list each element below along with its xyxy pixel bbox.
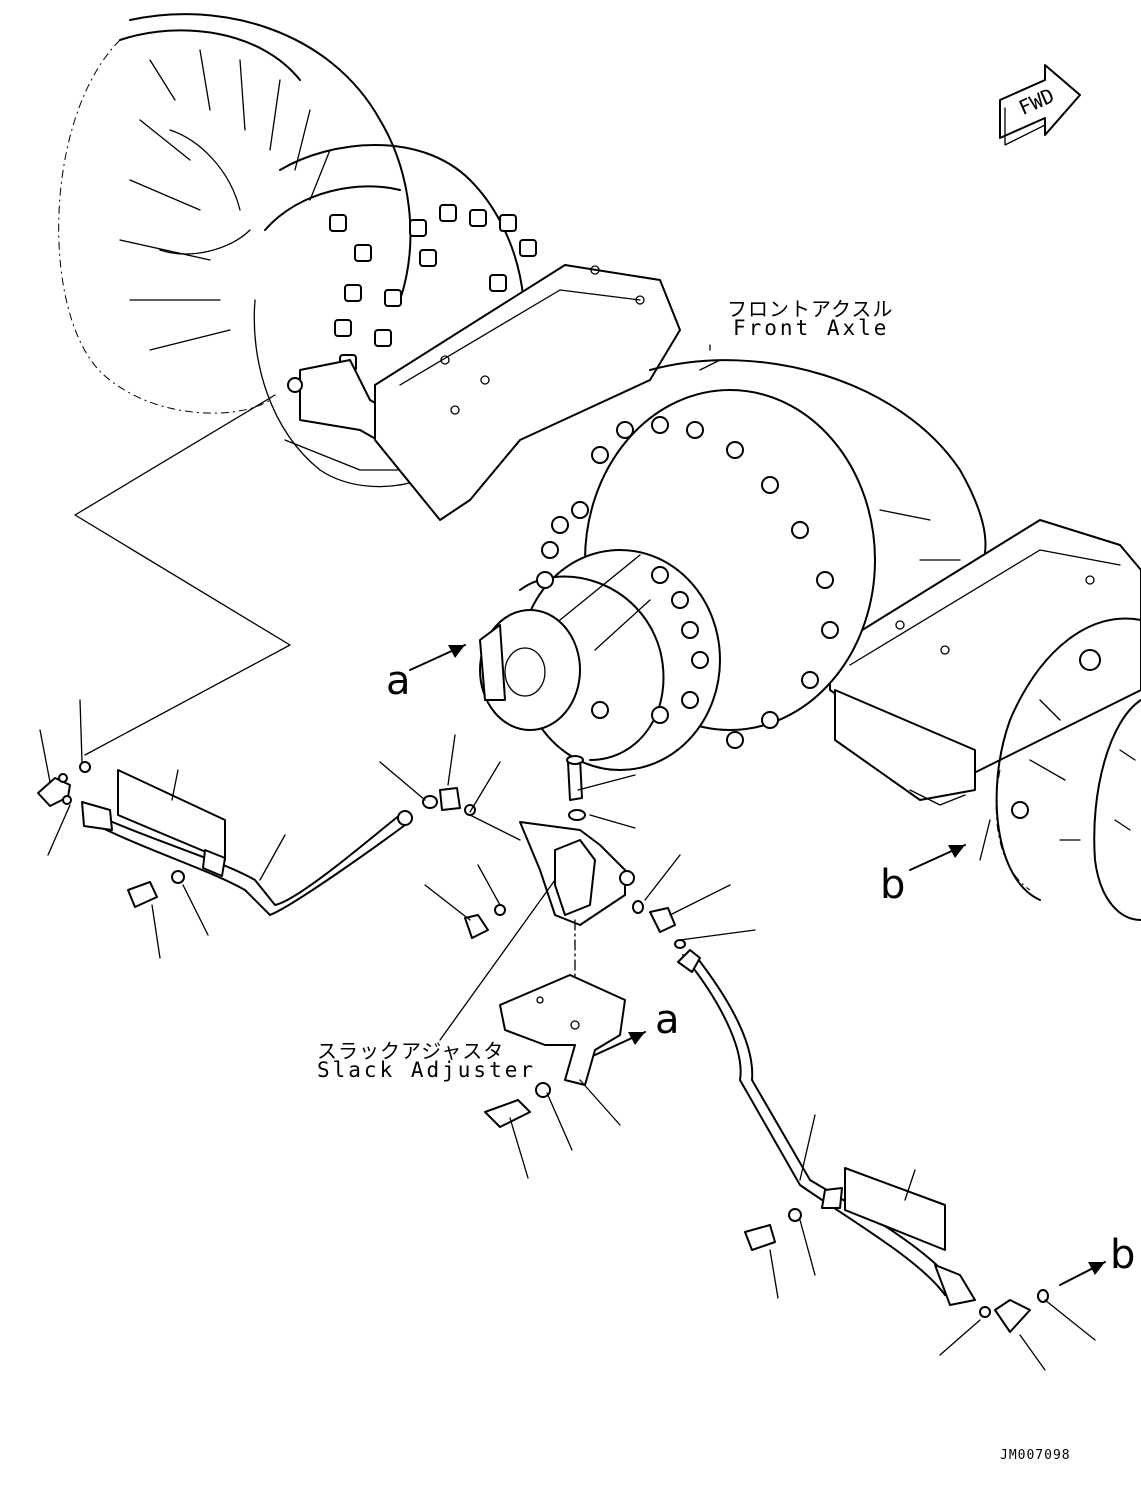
ref-label-b-upper: b — [880, 862, 906, 908]
left-brake-tube-assembly — [37, 699, 413, 959]
ref-label-a-upper: a — [386, 658, 411, 704]
right-brake-tube-assembly — [677, 949, 1096, 1371]
drawing-code: JM007098 — [1000, 1448, 1071, 1463]
slack-adjuster-label-en: Slack Adjuster — [317, 1058, 537, 1082]
arrow-b-lower — [1059, 1261, 1106, 1286]
arrow-a-lower — [594, 1031, 646, 1056]
ref-label-b-lower: b — [1110, 1232, 1136, 1278]
slack-adjuster-assembly — [379, 734, 756, 1041]
slack-adjuster-label-jp: スラックアジャスタ — [317, 1039, 505, 1063]
arrow-b-upper — [909, 844, 966, 871]
front-axle-label-jp: フロントアクスル — [727, 297, 894, 321]
axle-housing — [374, 264, 1141, 806]
arrow-a-upper — [409, 644, 466, 671]
leader-line-right-bracket — [979, 819, 991, 861]
leader-line-left-bracket — [74, 394, 291, 756]
front-axle-label-en: Front Axle — [733, 316, 890, 340]
ref-label-a-lower: a — [655, 997, 680, 1043]
fwd-direction-arrow — [999, 64, 1081, 146]
mounting-bracket — [484, 974, 626, 1179]
right-wheel-hub-assembly — [995, 617, 1141, 921]
differential-carrier — [479, 389, 876, 771]
